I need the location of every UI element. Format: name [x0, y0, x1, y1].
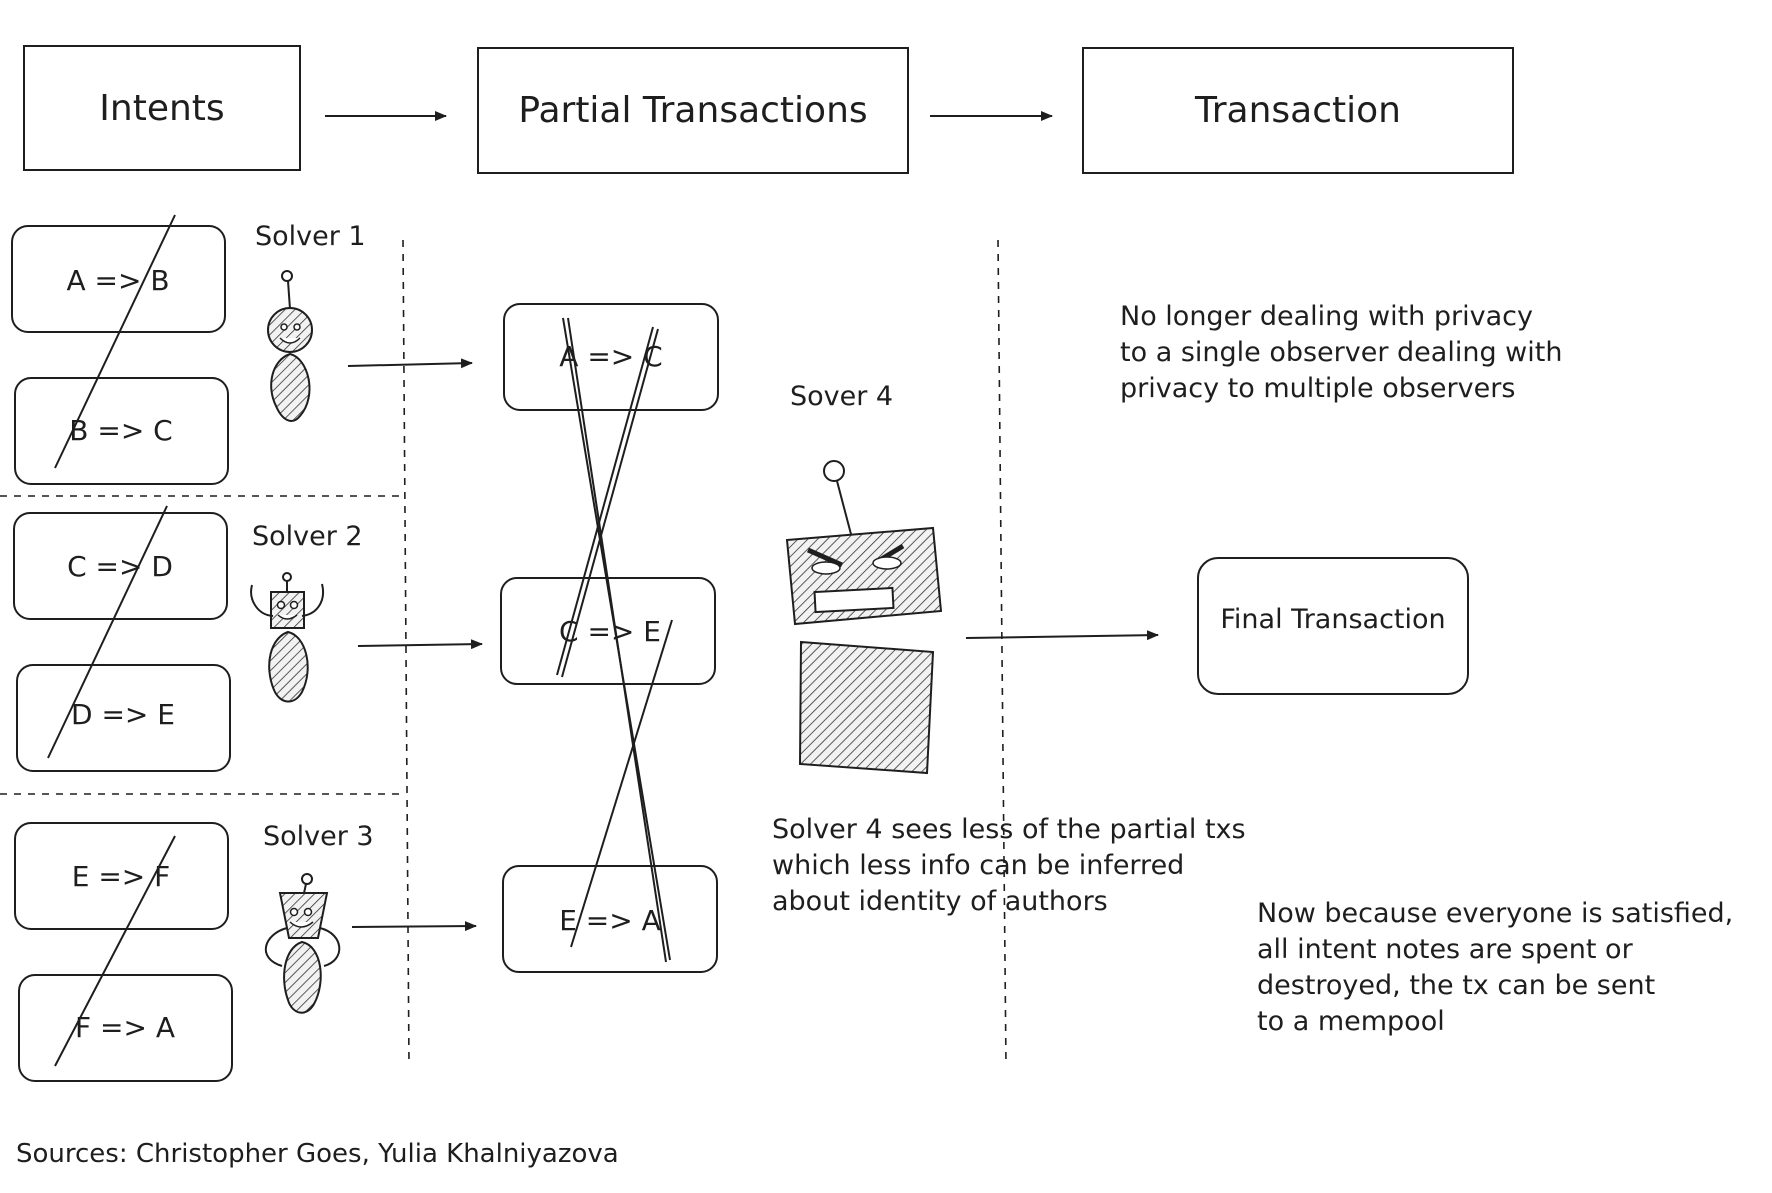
note-line: Solver 4 sees less of the partial txs [772, 814, 1246, 845]
stage-partial-label: Partial Transactions [518, 90, 867, 131]
note-line: to a single observer dealing with [1120, 337, 1562, 368]
intent-strike [54, 835, 176, 1067]
intent-label: E => F [72, 860, 171, 893]
solver-2-label: Solver 2 [252, 521, 363, 552]
intent-label: A => B [66, 264, 169, 297]
note-line: about identity of authors [772, 886, 1108, 917]
solver-3-label: Solver 3 [263, 821, 374, 852]
final-transaction-box [1197, 557, 1469, 695]
stage-intents-label: Intents [99, 88, 224, 129]
aggregator-arrow [965, 630, 1159, 641]
intent-group-3: E => F F => A [14, 822, 233, 1082]
intent-group-2: C => D D => E [13, 505, 231, 772]
partial-tx-strikes [556, 317, 673, 963]
intent-label: C => D [67, 550, 173, 583]
privacy-note: No longer dealing with privacy to a sing… [1120, 301, 1562, 404]
solver-1-label: Solver 1 [255, 221, 366, 252]
note-line: to a mempool [1257, 1006, 1445, 1037]
solver-2-arrow [357, 639, 483, 650]
note-line: Now because everyone is satisfied, [1257, 898, 1733, 929]
note-line: destroyed, the tx can be sent [1257, 970, 1655, 1001]
intent-strike [54, 214, 176, 469]
partial-tx-label: E => A [559, 904, 661, 937]
stage-transaction-label: Transaction [1194, 90, 1401, 131]
intent-strike [47, 505, 168, 759]
intent-group-1: A => B B => C [11, 214, 229, 485]
partial-tx-box-1 [503, 303, 719, 411]
note-line: No longer dealing with privacy [1120, 301, 1533, 332]
sources-caption: Sources: Christopher Goes, Yulia Khalniy… [16, 1139, 619, 1169]
stage-partial-transactions: Partial Transactions [477, 47, 909, 174]
final-transaction-label: Final Transaction [1220, 604, 1445, 635]
intent-label: B => C [69, 414, 172, 447]
aggregator-robot-icon [785, 460, 943, 775]
stage-transaction: Transaction [1082, 47, 1514, 174]
solver4-note: Solver 4 sees less of the partial txs wh… [772, 814, 1246, 917]
note-line: all intent notes are spent or [1257, 934, 1634, 965]
solver-2-robot-icon [250, 572, 324, 703]
solver-3-robot-icon [264, 873, 341, 1014]
mempool-note: Now because everyone is satisfied, all i… [1257, 898, 1733, 1037]
intent-label: D => E [71, 698, 175, 731]
solver-1-arrow [347, 358, 473, 369]
solver-3-arrow [351, 921, 477, 932]
intent-label: F => A [75, 1011, 175, 1044]
stage-intents: Intents [23, 45, 301, 171]
solver-1-robot-icon [267, 270, 313, 422]
partial-tx-label: C => E [559, 615, 661, 648]
note-line: privacy to multiple observers [1120, 373, 1515, 404]
separator-aggregator [997, 239, 1007, 1066]
aggregator-label: Sover 4 [790, 381, 893, 412]
note-line: which less info can be inferred [772, 850, 1184, 881]
